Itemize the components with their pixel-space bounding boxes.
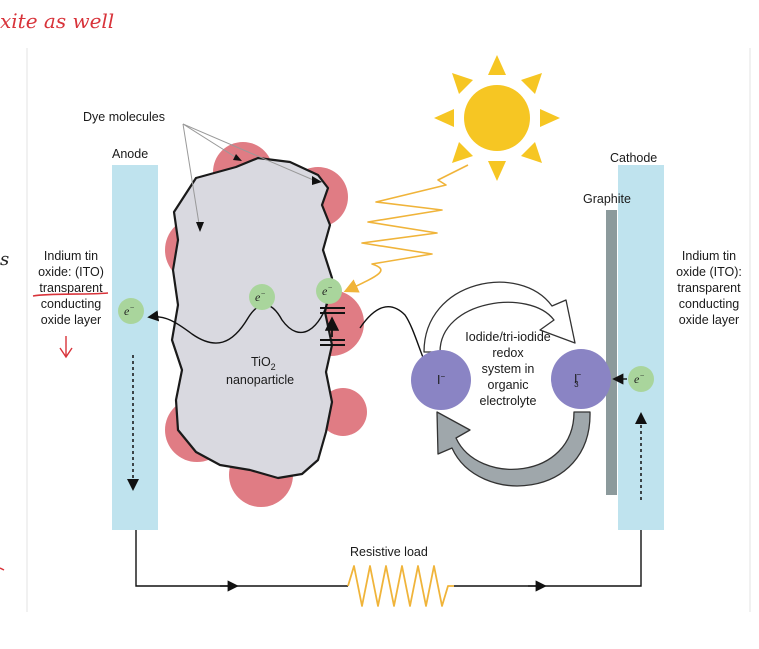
- electron-cathode: e−: [628, 366, 654, 392]
- dye-molecules-label: Dye molecules: [83, 110, 165, 124]
- svg-text:e−: e−: [124, 303, 135, 318]
- svg-text:I−3: I−3: [574, 370, 581, 389]
- svg-text:conducting: conducting: [679, 297, 740, 311]
- handwritten-mark: [0, 567, 5, 571]
- svg-text:Indium tin: Indium tin: [44, 249, 98, 263]
- svg-text:Iodide/tri-iodide: Iodide/tri-iodide: [465, 330, 551, 344]
- graphite-label: Graphite: [583, 192, 631, 206]
- svg-text:oxide (ITO):: oxide (ITO):: [676, 265, 742, 279]
- svg-text:I−: I−: [437, 372, 445, 387]
- sun-icon: [434, 55, 560, 181]
- redox-cycle-bottom-arrow: [436, 411, 591, 487]
- ito-left-label: Indium tin oxide: (ITO) transparent cond…: [38, 249, 104, 327]
- nanoparticle-label: nanoparticle: [226, 373, 294, 387]
- handwritten-down-arrow: [59, 336, 73, 359]
- pointer-arrow-2: [312, 176, 322, 185]
- iodide-ion: I−: [411, 350, 471, 410]
- redox-label: Iodide/tri-iodide redox system in organi…: [465, 330, 551, 408]
- electron-tio2: e−: [249, 284, 275, 310]
- svg-text:e−: e−: [255, 289, 266, 304]
- svg-text:electrolyte: electrolyte: [480, 394, 537, 408]
- svg-text:system in: system in: [482, 362, 535, 376]
- resistive-load-zigzag: [347, 565, 454, 607]
- svg-text:e−: e−: [634, 371, 645, 386]
- svg-text:transparent: transparent: [677, 281, 741, 295]
- svg-text:e−: e−: [322, 283, 333, 298]
- resistive-load-label: Resistive load: [350, 545, 428, 559]
- redox-cycle-top-arrow: [423, 281, 576, 353]
- handwritten-underline: [32, 292, 109, 297]
- svg-text:conducting: conducting: [41, 297, 102, 311]
- svg-text:oxide: (ITO): oxide: (ITO): [38, 265, 104, 279]
- graphite-layer: [606, 210, 617, 495]
- tio2-label: TiO2: [251, 355, 276, 372]
- regeneration-path: [359, 306, 425, 361]
- electron-anode: e−: [118, 298, 144, 324]
- circuit-wire-left: [135, 530, 348, 587]
- svg-text:Indium tin: Indium tin: [682, 249, 736, 263]
- handwritten-annotation-left: s: [0, 249, 9, 270]
- pointer-arrow-3: [196, 222, 204, 232]
- anode-electrode: [112, 165, 158, 530]
- anode-label: Anode: [112, 147, 148, 161]
- handwritten-annotation-top: xite as well: [0, 9, 114, 33]
- cathode-label: Cathode: [610, 151, 657, 165]
- electron-path-tio2: [147, 295, 331, 344]
- ito-right-label: Indium tin oxide (ITO): transparent cond…: [676, 249, 742, 327]
- circuit-wire-right: [454, 530, 642, 587]
- svg-text:transparent: transparent: [39, 281, 103, 295]
- electron-dye: e−: [316, 278, 342, 304]
- pointer-arrow-1: [233, 154, 242, 161]
- tio2-nanoparticle: [170, 156, 334, 480]
- triiodide-ion: I−3: [551, 349, 611, 409]
- svg-text:organic: organic: [488, 378, 529, 392]
- svg-text:redox: redox: [492, 346, 524, 360]
- dye-pointer-lines: [182, 123, 319, 231]
- svg-text:oxide layer: oxide layer: [41, 313, 101, 327]
- light-wave: [343, 164, 469, 293]
- svg-text:oxide layer: oxide layer: [679, 313, 739, 327]
